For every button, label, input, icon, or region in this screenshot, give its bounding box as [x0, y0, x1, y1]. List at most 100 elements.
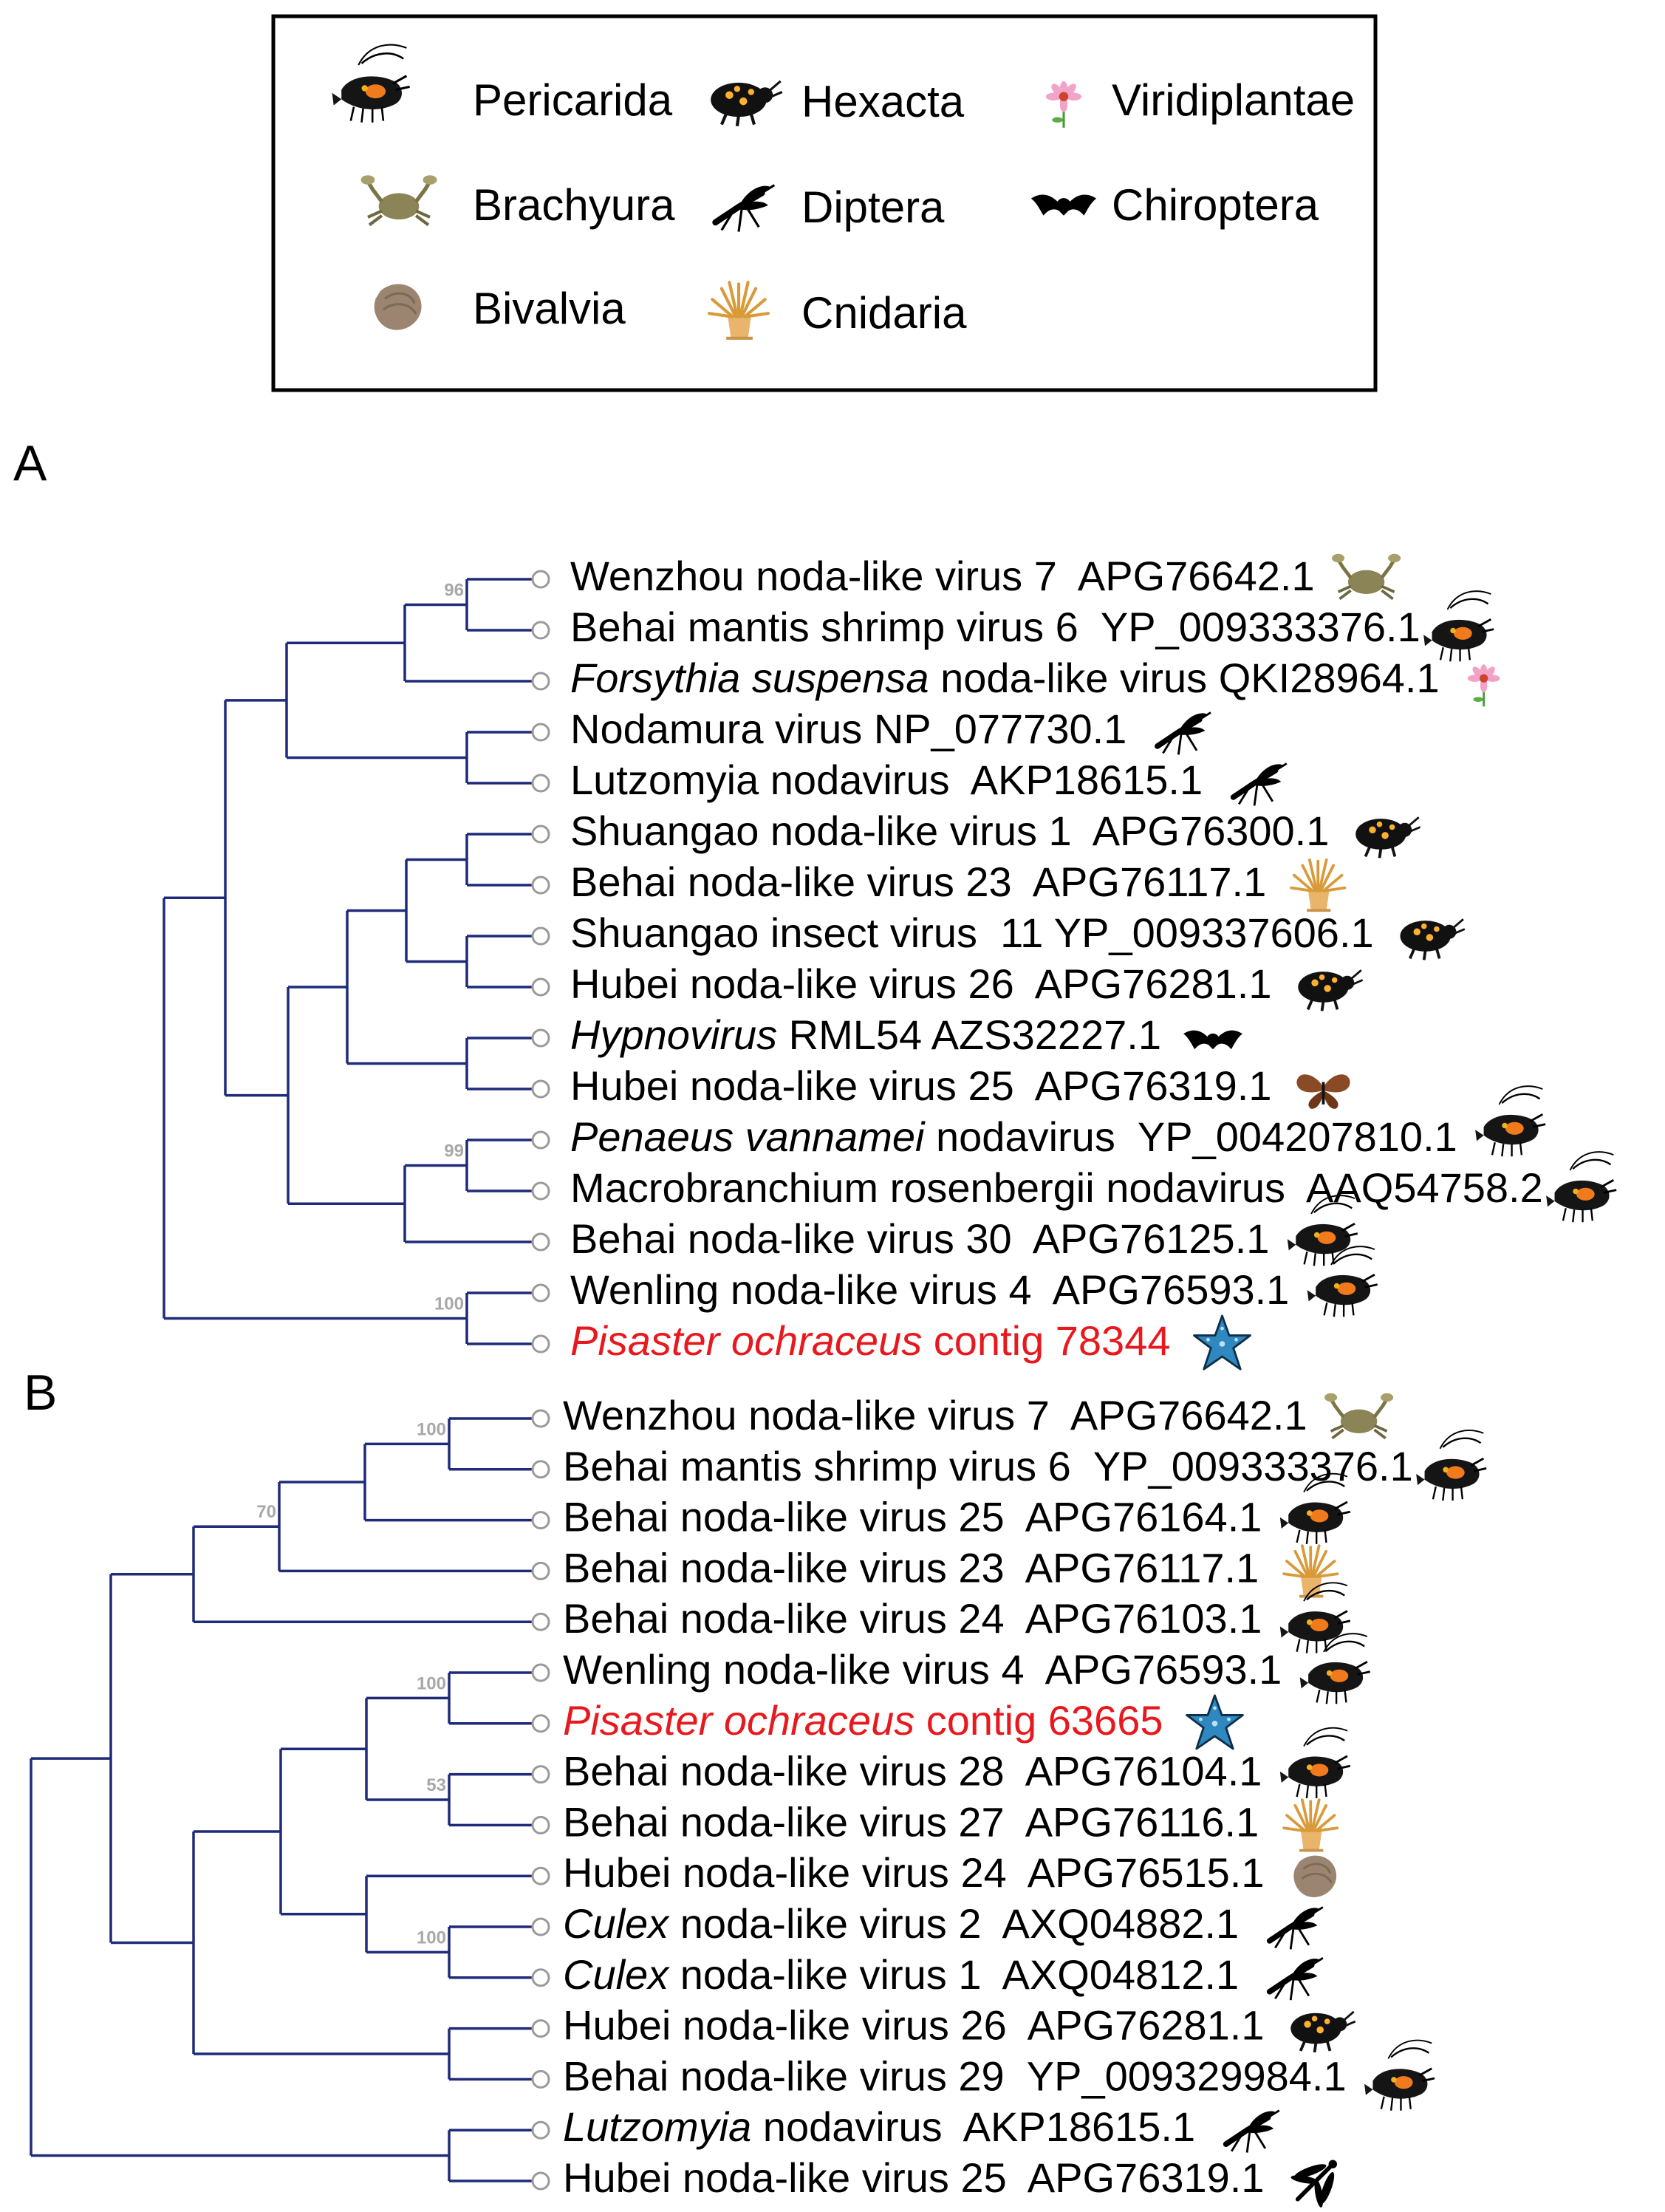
leaf-label: Behai noda-like virus 25 APG76164.1 [563, 1493, 1262, 1540]
starfish-icon [1193, 1314, 1251, 1370]
shrimp-icon [1474, 1085, 1547, 1158]
tip-marker [531, 1714, 550, 1733]
tree-leaf: Behai noda-like virus 23 APG76117.1 [531, 1544, 1339, 1598]
leaf-label-segment: Behai mantis shrimp virus 6 YP_009333376… [570, 604, 1420, 650]
leaf-label-segment: Hubei noda-like virus 25 APG76319.1 [570, 1062, 1271, 1109]
tip-marker [531, 1511, 550, 1530]
leaf-label: Pisaster ochraceus contig 78344 [570, 1317, 1171, 1364]
shrimp-icon [1363, 2039, 1436, 2112]
starfish-icon [1186, 1694, 1244, 1750]
insect-icon [1398, 918, 1466, 962]
mosquito-icon [1226, 2111, 1279, 2153]
tip-marker [531, 1232, 550, 1252]
tree-leaf: Hubei noda-like virus 24 APG76515.1 [531, 1849, 1338, 1899]
shrimp-icon [1415, 1429, 1488, 1502]
legend-item: Hexacta [711, 77, 965, 126]
butterfly-icon [1295, 1073, 1352, 1110]
tip-marker [531, 621, 550, 640]
tip-marker [531, 1334, 550, 1354]
tip-marker [531, 1181, 550, 1201]
legend-item: Pericarida [331, 44, 673, 125]
tree-leaf: Lutzomyia nodavirus AKP18615.1 [531, 2103, 1279, 2153]
shrimp-icon [1299, 1632, 1372, 1705]
legend-item: Brachyura [361, 175, 675, 230]
tree-leaf: Wenzhou noda-like virus 7 APG76642.1 [531, 1392, 1393, 1438]
tree-leaf: Pisaster ochraceus contig 78344 [531, 1314, 1251, 1370]
tip-marker [531, 1283, 550, 1303]
support-value: 99 [444, 1141, 464, 1161]
tree-leaf: Culex noda-like virus 1 AXQ04812.1 [531, 1951, 1323, 2001]
insect-icon [1296, 969, 1364, 1013]
tree-leaf: Hubei noda-like virus 26 APG76281.1 [531, 2001, 1357, 2054]
leaf-label-segment: Culex [563, 1951, 670, 1998]
leaf-label: Culex noda-like virus 2 AXQ04882.1 [563, 1900, 1239, 1947]
anemone-icon [1282, 1544, 1339, 1598]
leaf-label-segment: Macrobranchium rosenbergii nodavirus AAQ… [570, 1164, 1543, 1211]
legend-frame [271, 14, 1378, 392]
tree-leaf: Behai mantis shrimp virus 6 YP_009333376… [531, 1429, 1488, 1502]
legend-label: Brachyura [473, 180, 675, 230]
leaf-label: Hubei noda-like virus 26 APG76281.1 [563, 2001, 1264, 2048]
tip-marker [531, 672, 550, 691]
shrimp-icon [1545, 1150, 1618, 1223]
mosquito-icon [1158, 712, 1211, 754]
leaf-label-segment: Shuangao insect virus 11 YP_009337606.1 [570, 909, 1374, 956]
leaf-label-segment: Wenzhou noda-like virus 7 APG76642.1 [563, 1392, 1307, 1438]
leaf-label-segment: Behai mantis shrimp virus 6 YP_009333376… [563, 1443, 1413, 1489]
leaf-label: Behai noda-like virus 23 APG76117.1 [563, 1544, 1259, 1591]
crab-icon [1324, 1393, 1393, 1438]
tip-marker [531, 2120, 550, 2140]
tree-leaf: Hubei noda-like virus 25 APG76319.1 [531, 2154, 1337, 2208]
tree-leaf: Behai noda-like virus 27 APG76116.1 [531, 1798, 1339, 1852]
tip-marker [531, 1612, 550, 1631]
leaf-label: Behai noda-like virus 29 YP_009329984.1 [563, 2052, 1347, 2099]
mosquito-icon [1234, 763, 1287, 805]
tip-marker [531, 1460, 550, 1479]
leaf-label: Hypnovirus RML54 AZS32227.1 [570, 1011, 1161, 1058]
tip-marker [531, 977, 550, 997]
anemone-icon [1290, 858, 1347, 912]
leaf-label: Behai noda-like virus 23 APG76117.1 [570, 858, 1266, 905]
tip-marker [531, 2171, 550, 2191]
leaf-label: Behai noda-like virus 30 APG76125.1 [570, 1215, 1269, 1262]
leaf-label-segment: Shuangao noda-like virus 1 APG76300.1 [570, 808, 1329, 854]
leaf-label: Behai mantis shrimp virus 6 YP_009333376… [563, 1443, 1413, 1489]
tree-leaf: Wenling noda-like virus 4 APG76593.1 [531, 1245, 1379, 1318]
leaf-label-segment: Lutzomyia nodavirus AKP18615.1 [570, 757, 1203, 803]
tree-leaf: Behai noda-like virus 25 APG76164.1 [531, 1472, 1352, 1546]
shell-icon [1292, 1854, 1338, 1899]
leaf-label-segment: Forsythia suspensa [570, 655, 929, 701]
leaf-label-segment: Behai noda-like virus 23 APG76117.1 [570, 858, 1266, 905]
leaf-label-segment: Behai noda-like virus 23 APG76117.1 [563, 1544, 1259, 1591]
support-value: 96 [444, 581, 464, 601]
leaf-label-segment: Hubei noda-like virus 26 APG76281.1 [570, 960, 1271, 1007]
leaf-label-segment: Pisaster ochraceus [570, 1317, 922, 1364]
tip-marker [531, 1866, 550, 1885]
tip-marker [531, 1815, 550, 1834]
tip-marker [531, 1765, 550, 1784]
leaf-label: Hubei noda-like virus 26 APG76281.1 [570, 960, 1271, 1007]
tree-leaf: Forsythia suspensa noda-like virus QKI28… [531, 655, 1501, 708]
leaf-label: Wenling noda-like virus 4 APG76593.1 [570, 1266, 1289, 1313]
tip-marker [531, 2019, 550, 2038]
tip-marker [531, 2069, 550, 2089]
tip-marker [531, 1968, 550, 1987]
leaf-label: Behai mantis shrimp virus 6 YP_009333376… [570, 604, 1420, 650]
tree-leaf: Behai noda-like virus 23 APG76117.1 [531, 858, 1347, 912]
tip-marker [531, 1079, 550, 1099]
leaf-label-segment: Nodamura virus NP_077730.1 [570, 706, 1126, 752]
leaf-label: Hubei noda-like virus 25 APG76319.1 [563, 2154, 1264, 2201]
leaf-label-segment: Behai noda-like virus 24 APG76103.1 [563, 1595, 1262, 1642]
tree-branches [30, 1417, 532, 2182]
leaf-label-segment: Behai noda-like virus 30 APG76125.1 [570, 1215, 1269, 1262]
support-value: 70 [256, 1502, 276, 1522]
leaf-label-segment: Hubei noda-like virus 26 APG76281.1 [563, 2001, 1264, 2048]
panel-label: B [24, 1365, 57, 1421]
leaf-label-segment: Wenling noda-like virus 4 APG76593.1 [563, 1646, 1282, 1693]
leaf-label-segment: noda-like virus 1 AXQ04812.1 [669, 1951, 1239, 1998]
tree-leaf: Culex noda-like virus 2 AXQ04882.1 [531, 1900, 1323, 1950]
leaf-label: Hubei noda-like virus 24 APG76515.1 [563, 1849, 1264, 1896]
legend-label: Cnidaria [801, 288, 967, 338]
leaf-label-segment: Wenling noda-like virus 4 APG76593.1 [570, 1266, 1289, 1313]
